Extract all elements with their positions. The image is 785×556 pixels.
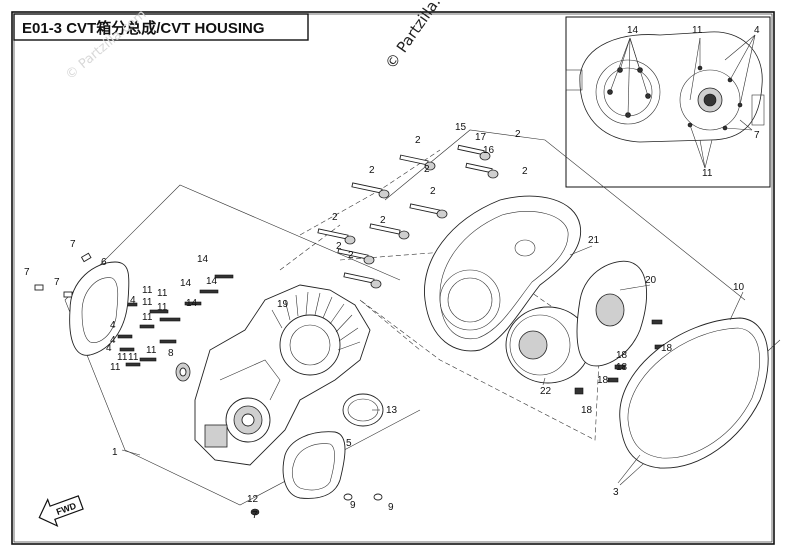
callout-leaders (121, 245, 744, 484)
inset-detail: 14 11 4 7 11 (565, 16, 771, 188)
gasket-6 (69, 261, 130, 356)
callout-7-b: 7 (24, 267, 30, 278)
callout-11-f: 11 (146, 345, 157, 356)
callout-15: 15 (455, 122, 467, 133)
callout-2-g: 2 (332, 212, 338, 223)
inset-callout-4: 4 (754, 25, 760, 36)
fwd-arrow: FWD (38, 495, 84, 528)
callout-3: 3 (613, 487, 619, 498)
title-block: E01-3 CVT箱分总成/CVT HOUSING (13, 13, 309, 41)
callout-19: 19 (277, 299, 289, 310)
callout-14-b: 14 (206, 276, 218, 287)
inset-callout-14: 14 (627, 25, 639, 36)
callout-22: 22 (540, 386, 552, 397)
callout-2-h: 2 (380, 215, 386, 226)
callout-2-d: 2 (424, 164, 430, 175)
callout-11-i: 11 (110, 362, 121, 373)
clutch-drum-22 (505, 306, 591, 384)
cover-5 (282, 431, 346, 499)
callout-14-d: 14 (186, 298, 198, 309)
callout-4-c: 4 (110, 335, 116, 346)
cvt-housing-main (194, 284, 371, 466)
inset-callout-11-bottom: 11 (702, 168, 713, 179)
callout-7-c: 7 (54, 277, 60, 288)
callout-6: 6 (101, 257, 107, 268)
callout-18-d: 18 (597, 375, 609, 386)
cover-bolts (317, 144, 499, 289)
callout-9-a: 9 (350, 500, 356, 511)
callout-4-d: 4 (106, 343, 112, 354)
callout-11-c: 11 (142, 297, 153, 308)
left-fasteners (34, 252, 383, 516)
callout-14-a: 14 (197, 254, 209, 265)
callout-1: 1 (112, 447, 118, 458)
callout-12: 12 (247, 494, 259, 505)
callout-7-a: 7 (70, 239, 76, 250)
callout-8: 8 (168, 348, 174, 359)
gasket-10 (619, 317, 769, 469)
callout-5: 5 (346, 438, 352, 449)
callout-11-d: 11 (157, 302, 168, 313)
inset-callout-11-top: 11 (692, 25, 703, 36)
diagram-title: E01-3 CVT箱分总成/CVT HOUSING (22, 19, 265, 37)
outer-cover-21 (424, 195, 582, 352)
callout-11-h: 11 (128, 352, 139, 363)
callout-11-b: 11 (157, 288, 168, 299)
watermark: © Partzilla.com (382, 0, 463, 72)
callout-7-d: 7 (252, 510, 258, 521)
callout-2-b: 2 (515, 129, 521, 140)
callout-14-c: 14 (180, 278, 192, 289)
callout-21: 21 (588, 235, 600, 246)
callout-20: 20 (645, 275, 657, 286)
callout-11-g: 11 (117, 352, 128, 363)
callout-16: 16 (483, 145, 495, 156)
callout-17: 17 (475, 132, 487, 143)
callout-10: 10 (733, 282, 745, 293)
callout-11-e: 11 (142, 312, 153, 323)
drawing-frame (11, 11, 775, 545)
callout-18-b: 18 (616, 350, 628, 361)
callout-9-b: 9 (388, 502, 394, 513)
callout-2-c: 2 (369, 165, 375, 176)
callout-13: 13 (386, 405, 398, 416)
callout-18-c: 18 (616, 362, 628, 373)
inset-callout-7: 7 (754, 130, 760, 141)
callout-4-b: 4 (110, 320, 116, 331)
callout-18-a: 18 (661, 343, 673, 354)
plate-20 (576, 260, 648, 367)
callout-11-a: 11 (142, 285, 153, 296)
callout-4-a: 4 (130, 295, 136, 306)
callout-2-e: 2 (522, 166, 528, 177)
callout-2-f: 2 (430, 186, 436, 197)
callout-18-e: 18 (581, 405, 593, 416)
callout-2-a: 2 (415, 135, 421, 146)
callout-labels: 1 3 4 4 4 4 5 6 7 7 7 7 8 9 9 10 11 11 1… (24, 122, 745, 521)
callout-2-i: 2 (336, 241, 342, 252)
callout-2-j: 2 (348, 250, 354, 261)
